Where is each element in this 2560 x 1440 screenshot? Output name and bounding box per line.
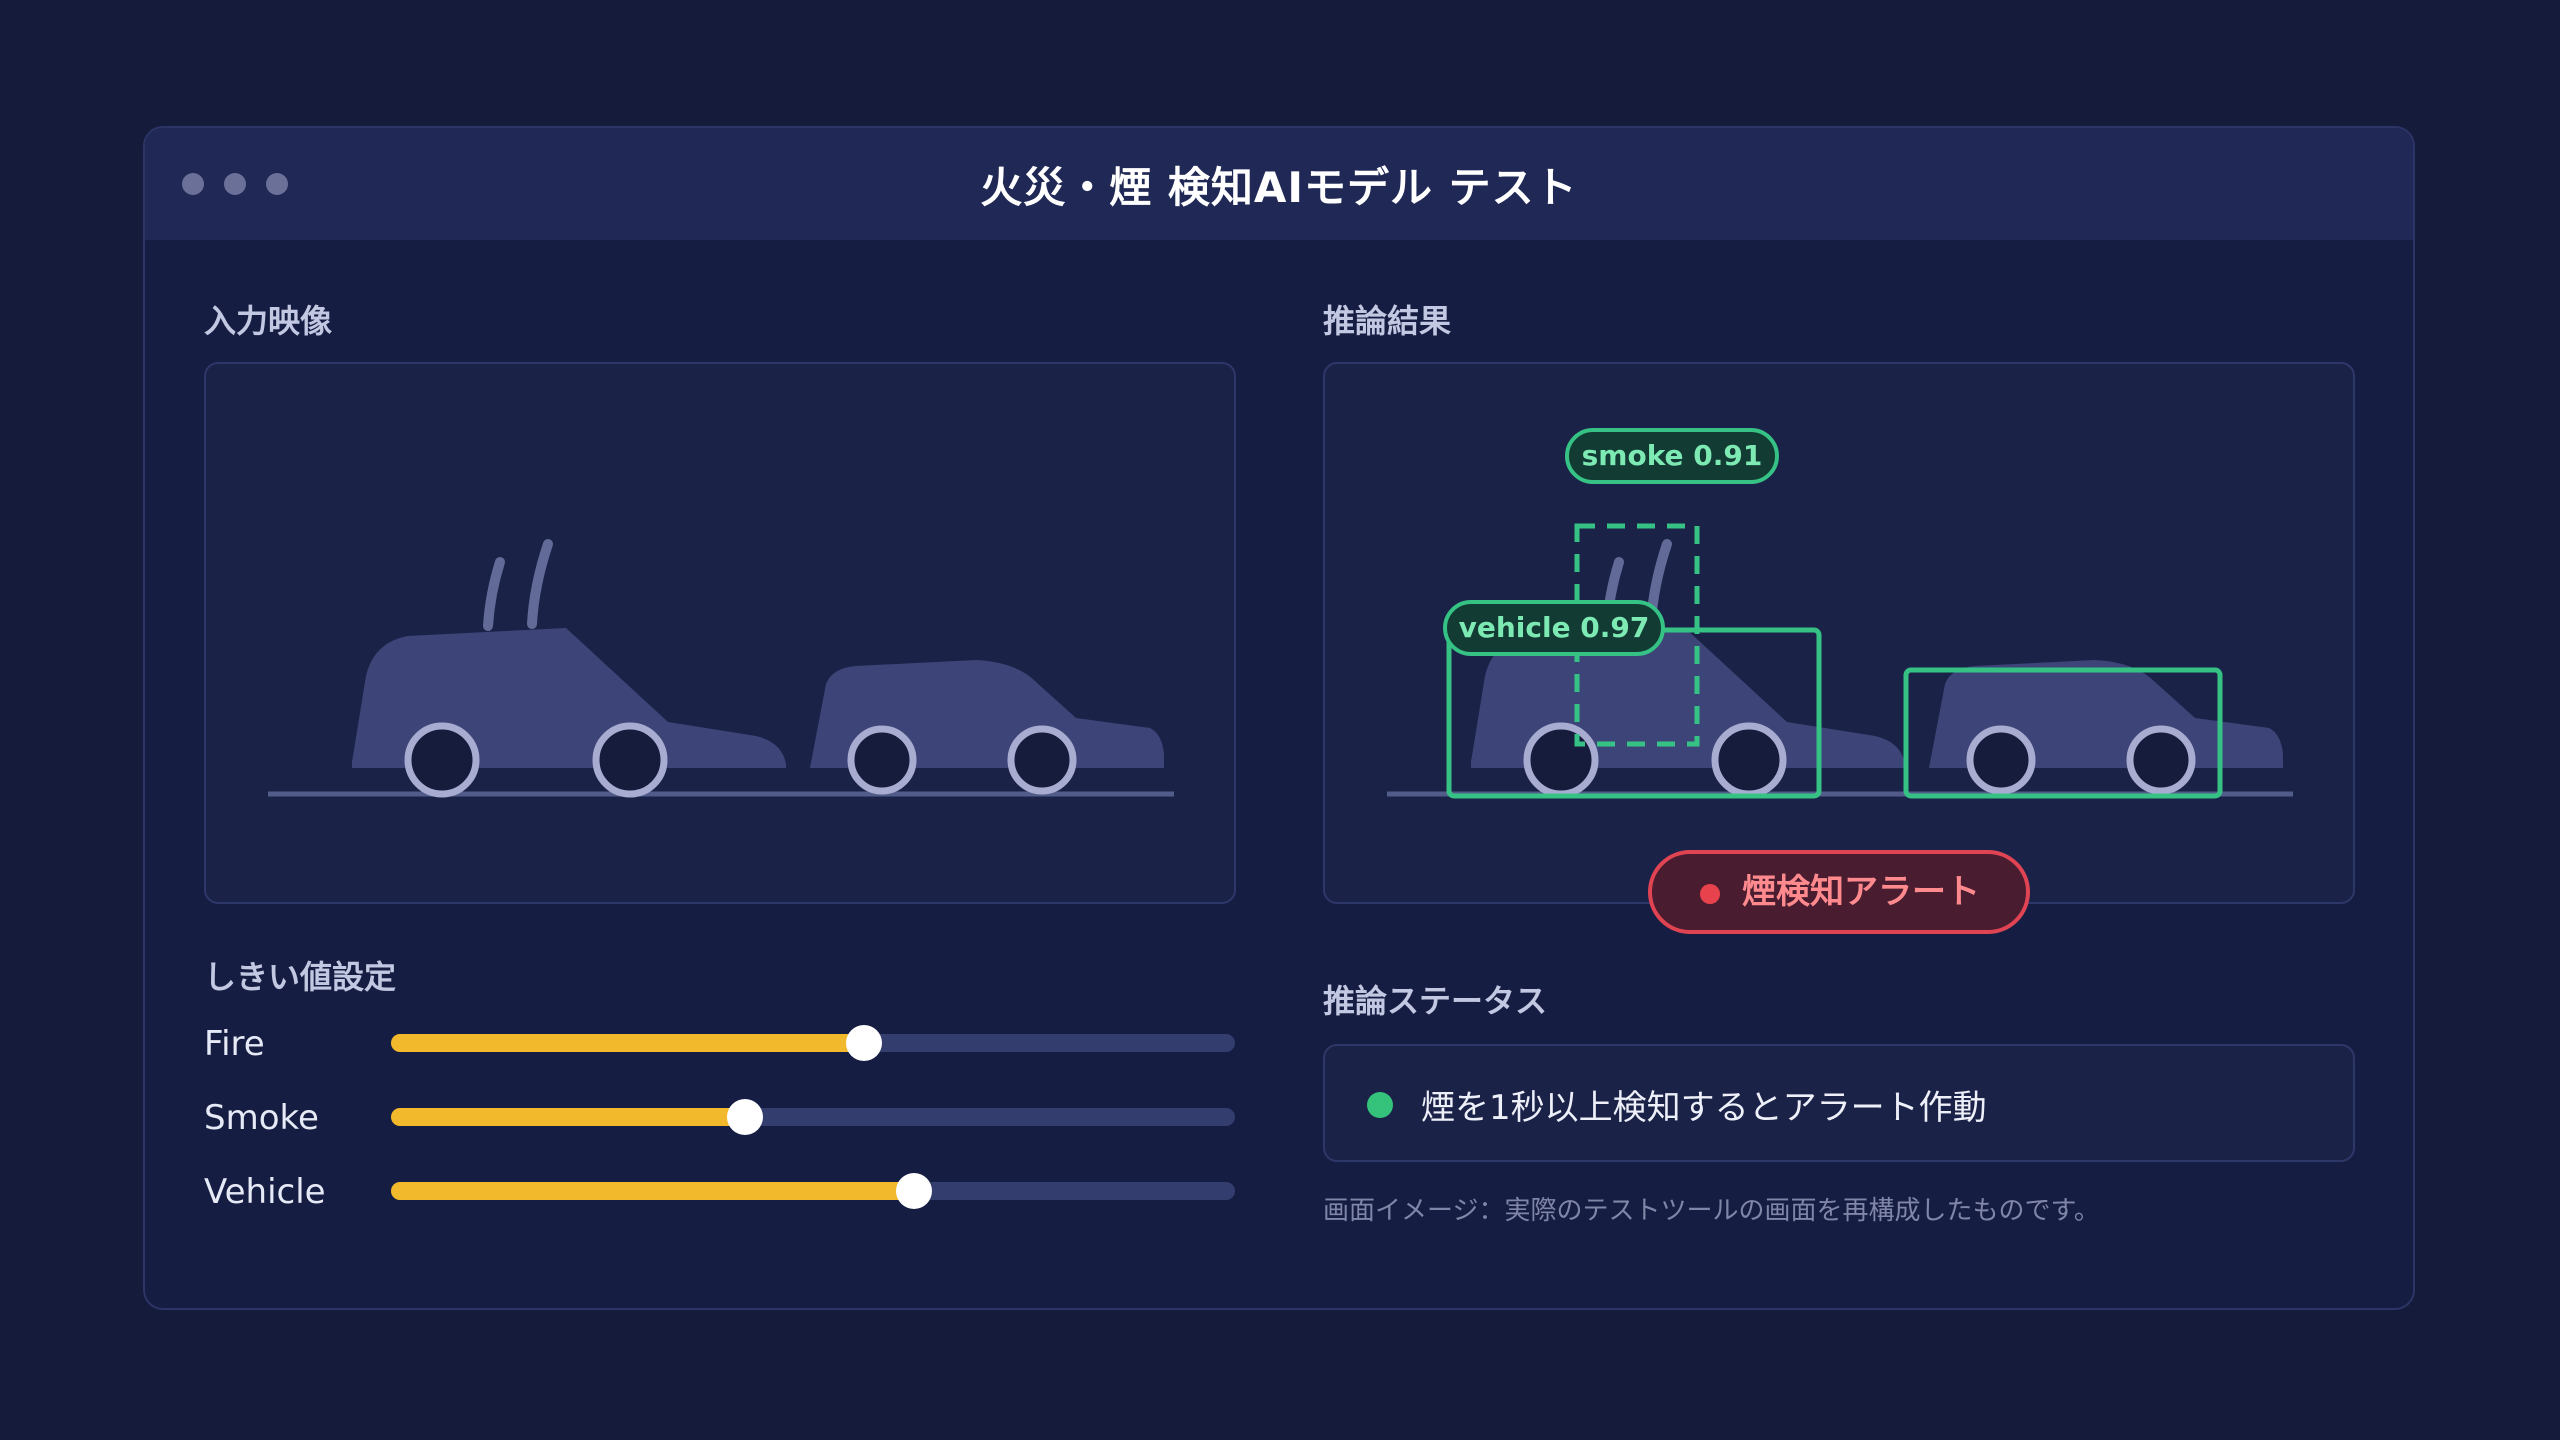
vehicle-slider-label: Vehicle xyxy=(204,1172,326,1212)
inference-result-panel: smoke 0.91 vehicle 0.97 xyxy=(1323,362,2355,904)
smoke-slider-label: Smoke xyxy=(204,1098,319,1138)
threshold-settings-label: しきい値設定 xyxy=(204,958,397,996)
fire-slider[interactable] xyxy=(391,1025,1235,1061)
status-ok-icon xyxy=(1367,1092,1393,1118)
window-minimize-dot[interactable] xyxy=(224,173,246,195)
smoke-wisp-1 xyxy=(483,557,505,631)
status-text: 煙を1秒以上検知するとアラート作動 xyxy=(1421,1088,1987,1128)
car-1-wheel-front xyxy=(404,722,480,798)
car-2-wheel-front xyxy=(847,725,917,795)
fire-slider-fill xyxy=(391,1034,864,1052)
car-1-wheel-front xyxy=(1523,722,1599,798)
alert-text: 煙検知アラート xyxy=(1742,872,1980,912)
car-2-wheel-rear xyxy=(2126,725,2196,795)
car-1-wheel-rear xyxy=(592,722,668,798)
car-1-wheel-rear xyxy=(1711,722,1787,798)
inference-result-label: 推論結果 xyxy=(1323,302,1452,340)
smoke-detection-tag: smoke 0.91 xyxy=(1565,428,1779,484)
fire-slider-label: Fire xyxy=(204,1024,265,1064)
inference-status-label: 推論ステータス xyxy=(1323,982,1548,1020)
window-maximize-dot[interactable] xyxy=(266,173,288,195)
footnote: 画面イメージ：実際のテストツールの画面を再構成したものです。 xyxy=(1323,1196,2100,1226)
car-2-wheel-front xyxy=(1966,725,2036,795)
smoke-slider-fill xyxy=(391,1108,746,1126)
input-video-panel xyxy=(204,362,1236,904)
vehicle-bounding-box-2[interactable] xyxy=(1903,667,2223,799)
input-video-label: 入力映像 xyxy=(204,302,333,340)
smoke-alert-badge: 煙検知アラート xyxy=(1648,850,2030,934)
window-title: 火災・煙 検知AIモデル テスト xyxy=(980,163,1578,212)
smoke-slider-thumb[interactable] xyxy=(727,1099,764,1135)
vehicle-slider[interactable] xyxy=(391,1173,1235,1209)
inference-status-box: 煙を1秒以上検知するとアラート作動 xyxy=(1323,1044,2355,1162)
fire-slider-thumb[interactable] xyxy=(845,1025,882,1061)
window-close-dot[interactable] xyxy=(182,173,204,195)
vehicle-detection-tag: vehicle 0.97 xyxy=(1443,600,1665,656)
car-2-wheel-rear xyxy=(1007,725,1077,795)
vehicle-slider-fill xyxy=(391,1182,915,1200)
smoke-bounding-box[interactable] xyxy=(1574,523,1700,747)
smoke-slider[interactable] xyxy=(391,1099,1235,1135)
alert-dot-icon xyxy=(1700,884,1720,904)
input-video-scene xyxy=(268,539,1174,798)
vehicle-slider-thumb[interactable] xyxy=(896,1173,933,1209)
title-bar: 火災・煙 検知AIモデル テスト xyxy=(145,128,2413,240)
smoke-wisp-2 xyxy=(527,539,553,629)
inference-result-scene xyxy=(1387,523,2293,799)
